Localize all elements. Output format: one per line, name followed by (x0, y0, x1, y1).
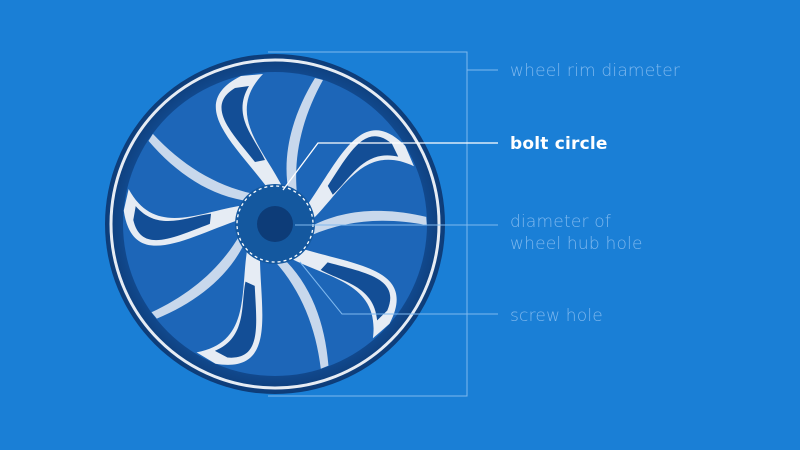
label-bolt-circle: bolt circle (510, 134, 608, 154)
spoke-stripe (148, 133, 254, 202)
spoke-stripe (307, 210, 427, 236)
wheel-spokes (123, 74, 427, 369)
spoke-stripe (274, 256, 329, 369)
spoke (151, 235, 263, 365)
wheel-hub-hole (257, 206, 293, 242)
spoke (274, 247, 397, 369)
spoke (216, 74, 323, 194)
spoke-stripe (286, 78, 323, 194)
spoke-window (327, 136, 399, 195)
label-wheel-rim-diameter: wheel rim diameter (510, 61, 681, 81)
label-hub-line-2: wheel hub hole (510, 234, 643, 254)
spoke-window (320, 262, 391, 321)
screw-hole-leader (299, 261, 498, 315)
label-hub-line-1: diameter of (510, 212, 612, 232)
spoke-window (214, 281, 257, 358)
spoke (123, 133, 254, 246)
wheel-rim-edge (109, 58, 441, 390)
spoke (305, 130, 427, 236)
bolt-circle-marker (236, 185, 314, 263)
spoke-stripe (151, 235, 247, 319)
spoke-window (133, 206, 212, 241)
label-screw-hole: screw hole (510, 306, 603, 326)
spoke-blade (289, 247, 397, 339)
bolt-circle-leader (282, 142, 498, 191)
rim-diameter-bracket (268, 51, 468, 397)
spoke-window (221, 86, 265, 162)
label-hub-hole-diameter: diameter of wheel hub hole (510, 211, 643, 255)
